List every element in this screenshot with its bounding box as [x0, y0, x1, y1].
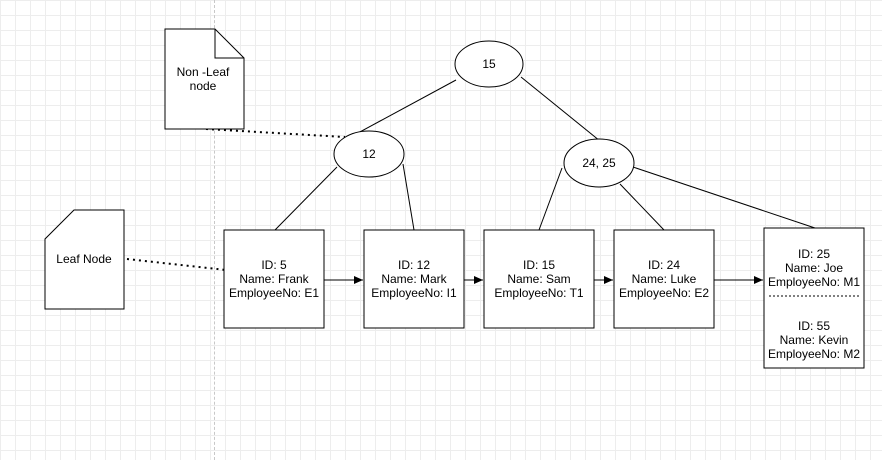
edge-node-24-25-to-leaf-15 — [538, 167, 563, 231]
leaf-node-24-content: ID: 24 Name: Luke EmployeeNo: E2 — [614, 230, 714, 328]
leaf-node-15 — [483, 229, 595, 329]
record-name: Name: Joe — [784, 261, 844, 275]
record-name: Name: Sam — [507, 272, 571, 286]
record-id: ID: 12 — [397, 258, 430, 272]
leaf-legend-shape — [44, 209, 125, 310]
edge-node-24-25-to-leaf-24 — [619, 183, 665, 231]
internal-node-24-25 — [563, 138, 635, 188]
non-leaf-legend-label: Non -Leaf node — [165, 62, 241, 96]
leaf-node-5-content: ID: 5 Name: Frank EmployeeNo: E1 — [224, 230, 324, 328]
edge-node-12-to-leaf-5 — [274, 166, 338, 231]
record-employee-no: EmployeeNo: I1 — [371, 286, 457, 300]
record-id: ID: 24 — [647, 258, 680, 272]
leaf-pointer — [126, 258, 227, 271]
edge-node-24-25-to-leaf-25 — [629, 165, 816, 229]
leaf-node-12 — [363, 229, 465, 329]
leaf-legend-label: Leaf Node — [56, 252, 112, 266]
leaf-node-55-content: ID: 55 Name: Kevin EmployeeNo: M2 — [764, 317, 864, 363]
record-id: ID: 15 — [522, 258, 555, 272]
record-name: Name: Frank — [239, 272, 309, 286]
non-leaf-label-line2: node — [189, 79, 217, 93]
record-employee-no: EmployeeNo: M1 — [767, 275, 861, 289]
edge-node-12-to-leaf-12 — [402, 163, 415, 231]
leaf-node-12-content: ID: 12 Name: Mark EmployeeNo: I1 — [364, 230, 464, 328]
record-employee-no: EmployeeNo: E1 — [228, 286, 320, 300]
leaf-node-25-55 — [763, 227, 865, 369]
internal-node-12-keys: 12 — [362, 147, 376, 161]
record-name: Name: Kevin — [779, 333, 849, 347]
record-id: ID: 25 — [797, 247, 830, 261]
vertical-guide-line — [214, 0, 215, 460]
root-node — [454, 40, 524, 88]
non-leaf-label-line1: Non -Leaf — [176, 65, 230, 79]
leaf-node-15-content: ID: 15 Name: Sam EmployeeNo: T1 — [484, 230, 594, 328]
non-leaf-pointer — [205, 128, 346, 138]
record-employee-no: EmployeeNo: E2 — [618, 286, 710, 300]
record-employee-no: EmployeeNo: M2 — [767, 347, 861, 361]
record-id: ID: 5 — [261, 258, 287, 272]
record-id: ID: 55 — [797, 319, 830, 333]
record-name: Name: Luke — [631, 272, 697, 286]
non-leaf-legend-shape — [164, 28, 245, 130]
edge-root-to-node-12 — [344, 79, 457, 141]
leaf-node-25-content: ID: 25 Name: Joe EmployeeNo: M1 — [764, 245, 864, 291]
leaf-node-24 — [613, 229, 715, 329]
edge-root-to-node-24-25 — [520, 76, 601, 142]
leaf-node-5 — [223, 229, 325, 329]
record-employee-no: EmployeeNo: T1 — [494, 286, 584, 300]
non-leaf-legend-fold — [214, 29, 244, 59]
root-node-keys: 15 — [482, 57, 496, 71]
internal-node-24-25-keys: 24, 25 — [582, 156, 616, 170]
internal-node-12 — [333, 130, 405, 178]
record-name: Name: Mark — [381, 272, 447, 286]
